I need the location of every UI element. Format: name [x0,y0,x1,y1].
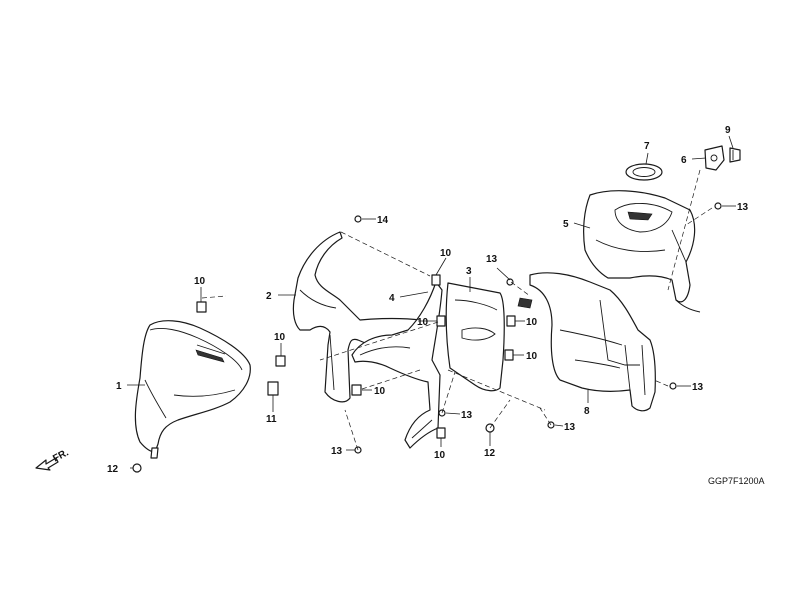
callout-14: 14 [377,215,389,226]
inner-lower-cover-part [517,272,656,412]
callout-13-a: 13 [486,254,498,265]
callout-12-b: 12 [484,448,496,459]
callout-1: 1 [116,381,122,392]
callout-11: 11 [266,414,277,425]
screw-13a [506,278,514,286]
grommet-part [729,147,741,163]
callout-3: 3 [466,266,472,277]
screw-12a [132,463,142,473]
assembly-lines [201,169,713,451]
direction-label: FR. [51,447,71,464]
diagram-code: GGP7F1200A [708,476,765,486]
callout-13-f: 13 [692,382,704,393]
clip-10h [436,427,446,439]
callout-13-d: 13 [564,422,576,433]
clip-10d [436,315,446,327]
clip-10a [196,301,207,313]
callout-13-b: 13 [461,410,473,421]
callout-12-a: 12 [107,464,119,475]
callout-10-d: 10 [417,317,429,328]
callout-10-g: 10 [526,351,538,362]
callout-8: 8 [584,406,590,417]
clip-10f [506,315,516,327]
callout-7: 7 [644,141,650,152]
clip-10c [431,274,441,286]
front-direction-arrow: FR. [35,447,71,471]
clip-10e [351,384,362,396]
callout-13-e: 13 [737,202,749,213]
callout-labels: 1 2 3 4 5 6 7 8 9 10 10 10 10 10 10 10 1… [107,125,749,475]
callout-4: 4 [389,293,395,304]
callout-2: 2 [266,291,272,302]
callout-5: 5 [563,219,569,230]
side-cover-part [351,281,443,449]
upper-inner-cover-part [583,190,701,313]
center-panel-part [445,282,505,392]
screw-13e [714,202,722,210]
callout-6: 6 [681,155,687,166]
bracket-part [704,145,725,171]
callout-10-c: 10 [440,248,452,259]
hardware [132,202,722,473]
clip-10g [504,349,514,361]
callout-10-a: 10 [194,276,206,287]
callout-13-c: 13 [331,446,343,457]
clip-10b [275,355,286,367]
callout-10-b: 10 [274,332,286,343]
inner-panel-part [292,231,431,403]
callout-10-f: 10 [526,317,538,328]
ring-part [625,163,663,181]
leader-lines [127,135,736,469]
nut-11 [267,381,279,396]
callout-10-e: 10 [374,386,386,397]
callout-9: 9 [725,125,731,136]
front-fender-part [134,320,251,459]
callout-10-h: 10 [434,450,446,461]
screw-13f [669,382,677,390]
screw-14 [354,215,362,223]
